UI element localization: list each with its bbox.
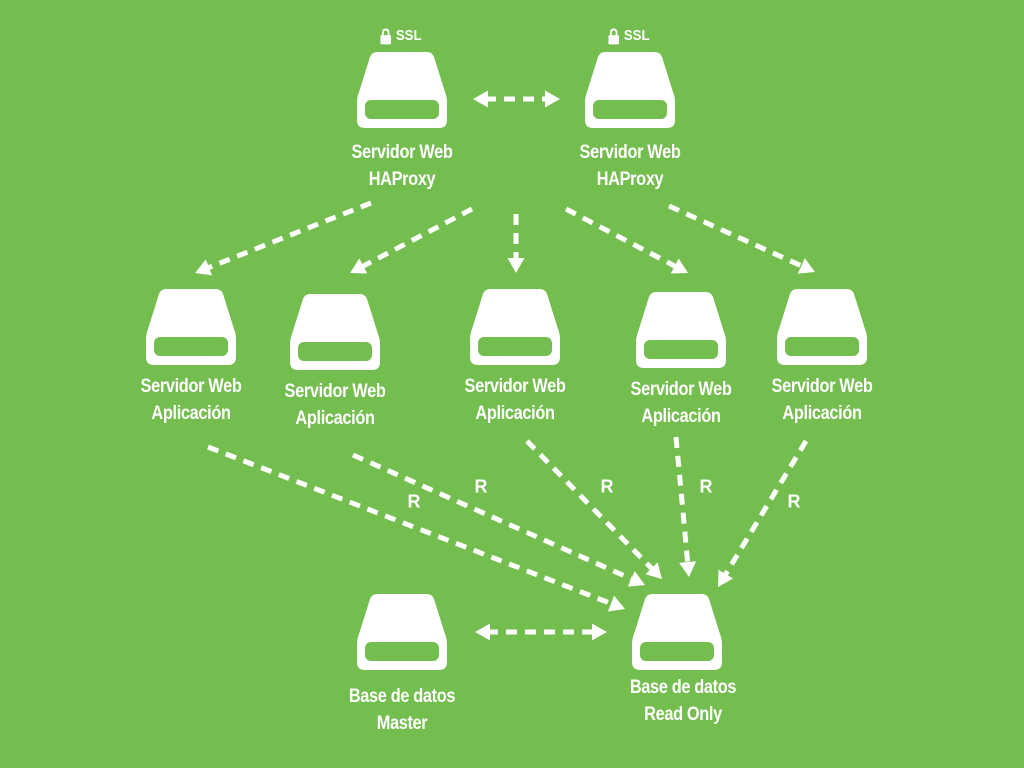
arrowhead — [607, 595, 625, 612]
connection-app_1-db_readonly — [207, 444, 625, 612]
node-label-line1: Servidor Web — [351, 142, 453, 163]
connection-haproxy_1-haproxy_2 — [473, 90, 560, 108]
dashed-line — [564, 206, 679, 270]
arrowhead — [592, 623, 607, 641]
dashed-line — [359, 206, 474, 270]
arrowhead — [350, 258, 368, 274]
edge-label-app-4: R — [699, 476, 713, 497]
ssl-badge-haproxy-1: SSL — [380, 27, 422, 45]
arrowhead — [507, 258, 525, 273]
dashed-line — [667, 203, 806, 270]
node-label-line2: Aplicación — [151, 403, 231, 424]
ssl-badge-haproxy-2: SSL — [608, 27, 650, 45]
connection-db_master-db_readonly — [475, 623, 607, 641]
edge-label-app-2: R — [474, 476, 488, 497]
nodes-layer — [146, 52, 867, 670]
connection-haproxy_1-app_3 — [507, 214, 525, 273]
node-label-line2: Read Only — [644, 704, 722, 725]
dashed-line — [722, 439, 809, 579]
node-label-haproxy-2: Servidor Web HAProxy — [580, 139, 681, 193]
node-label-line1: Servidor Web — [579, 142, 681, 163]
connection-haproxy_1-app_1 — [195, 200, 372, 276]
node-label-line1: Servidor Web — [464, 376, 566, 397]
connections-layer — [195, 90, 815, 641]
dashed-line — [351, 452, 636, 583]
server-drive-icon — [357, 594, 447, 670]
server-drive-icon — [470, 289, 560, 365]
server-drive-icon — [636, 292, 726, 368]
dashed-line — [673, 436, 691, 566]
edge-label-app-1: R — [407, 491, 421, 512]
arrowhead — [545, 90, 560, 108]
connection-haproxy_2-app_5 — [667, 203, 815, 274]
connection-haproxy_1-app_2 — [350, 206, 474, 274]
arrowhead — [195, 259, 213, 276]
connection-app_5-db_readonly — [718, 439, 809, 587]
arrowhead — [627, 571, 645, 587]
node-label-haproxy-1: Servidor Web HAProxy — [352, 139, 453, 193]
node-label-line1: Servidor Web — [284, 381, 386, 402]
dashed-line — [205, 200, 372, 271]
lock-icon — [608, 28, 619, 45]
node-label-line1: Servidor Web — [771, 376, 873, 397]
server-drive-icon — [290, 294, 380, 370]
server-drive-icon — [632, 594, 722, 670]
node-label-line2: Aplicación — [782, 403, 862, 424]
connection-app_2-db_readonly — [351, 452, 645, 587]
node-label-app-5: Servidor Web Aplicación — [772, 373, 873, 427]
lock-icon — [380, 28, 391, 45]
connection-haproxy_2-app_4 — [564, 206, 688, 274]
node-label-app-2: Servidor Web Aplicación — [285, 378, 386, 432]
node-label-line2: Aplicación — [475, 403, 555, 424]
dashed-line — [525, 439, 656, 573]
node-label-app-3: Servidor Web Aplicación — [465, 373, 566, 427]
server-drive-icon — [777, 289, 867, 365]
node-label-app-1: Servidor Web Aplicación — [141, 373, 242, 427]
node-label-db-readonly: Base de datos Read Only — [629, 674, 737, 728]
node-label-line2: Aplicación — [295, 408, 375, 429]
node-label-line2: Aplicación — [641, 406, 721, 427]
arrowhead — [797, 258, 815, 274]
arrowhead — [475, 623, 490, 641]
node-label-line1: Base de datos — [629, 677, 737, 698]
arrowhead — [670, 258, 688, 274]
ssl-label: SSL — [623, 27, 650, 44]
edge-label-app-3: R — [600, 476, 614, 497]
node-label-line1: Servidor Web — [630, 379, 732, 400]
ssl-label: SSL — [395, 27, 422, 44]
node-label-line2: HAProxy — [596, 169, 664, 190]
edge-label-app-5: R — [787, 491, 801, 512]
arrowhead — [473, 90, 488, 108]
node-label-line2: Master — [376, 713, 428, 734]
node-label-line1: Servidor Web — [140, 376, 242, 397]
arrowhead — [718, 569, 734, 587]
node-label-line2: HAProxy — [368, 169, 436, 190]
node-label-db-master: Base de datos Master — [348, 683, 456, 737]
dashed-line — [207, 444, 615, 607]
connection-app_3-db_readonly — [525, 439, 662, 579]
server-drive-icon — [585, 52, 675, 128]
node-label-app-4: Servidor Web Aplicación — [631, 376, 732, 430]
arrowhead — [679, 561, 697, 577]
connection-app_4-db_readonly — [673, 436, 697, 577]
server-drive-icon — [357, 52, 447, 128]
node-label-line1: Base de datos — [348, 686, 456, 707]
server-drive-icon — [146, 289, 236, 365]
arrowhead — [645, 562, 662, 579]
